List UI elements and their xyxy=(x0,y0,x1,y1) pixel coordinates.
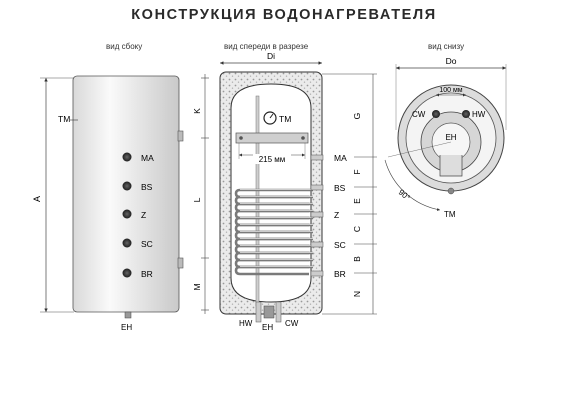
dim-do-label: Do xyxy=(446,56,457,66)
front-eh-label: EH xyxy=(262,323,273,332)
side-label-ma: MA xyxy=(141,153,154,163)
front-pipes xyxy=(310,154,324,277)
bottom-hw-label: HW xyxy=(472,110,486,119)
dim-l-label: L xyxy=(192,197,202,202)
side-label-bs: BS xyxy=(141,182,153,192)
side-view: A TM MA BS Z SC BR EH xyxy=(32,75,184,332)
dim-e-label: E xyxy=(352,198,362,204)
dim-di-label: Di xyxy=(267,51,275,61)
side-port-sc xyxy=(122,238,132,248)
front-view-caption: вид спереди в разрезе xyxy=(224,42,309,51)
bottom-tm-label: TM xyxy=(444,210,456,219)
side-label-z: Z xyxy=(141,210,146,220)
side-port-bs xyxy=(122,181,132,191)
front-label-bs: BS xyxy=(334,183,346,193)
page-title: КОНСТРУКЦИЯ ВОДОНАГРЕВАТЕЛЯ xyxy=(131,7,437,23)
hw-pipe xyxy=(255,301,262,323)
dim-a-label: A xyxy=(32,196,42,202)
bottom-tm-port xyxy=(447,187,455,195)
side-bracket-top xyxy=(177,130,184,142)
front-label-br: BR xyxy=(334,269,346,279)
front-label-sc: SC xyxy=(334,240,346,250)
front-view: Di TM 215 мм xyxy=(192,51,377,332)
mounting-bracket xyxy=(235,132,309,144)
side-view-caption: вид сбоку xyxy=(106,42,143,51)
angle-arc xyxy=(384,159,441,211)
dim-m-label: M xyxy=(192,283,202,290)
side-label-sc: SC xyxy=(141,239,153,249)
dim-g-label: G xyxy=(352,113,362,120)
side-label-br: BR xyxy=(141,269,153,279)
dim-b-label: B xyxy=(352,256,362,262)
eh-flange xyxy=(263,305,275,319)
front-label-ma: MA xyxy=(334,153,347,163)
side-eh-label: EH xyxy=(121,323,132,332)
front-cw-label: CW xyxy=(285,319,299,328)
front-label-z: Z xyxy=(334,210,339,220)
side-port-ma xyxy=(122,152,132,162)
side-tm-label: TM xyxy=(58,114,70,124)
dim-100-label: 100 мм xyxy=(439,87,462,94)
coil-loop xyxy=(234,265,313,276)
side-port-br xyxy=(122,268,132,278)
bottom-cw-port xyxy=(432,110,440,118)
bottom-view: Do 100 мм CW HW EH 90° TM xyxy=(384,56,507,219)
side-eh-port xyxy=(124,311,132,319)
side-ports: MA BS Z SC BR xyxy=(122,152,154,279)
front-tm-label: TM xyxy=(279,114,291,124)
bottom-foot xyxy=(439,155,463,177)
dim-215-label: 215 мм xyxy=(259,155,286,164)
dim-n-label: N xyxy=(352,291,362,297)
dim-c-label: C xyxy=(352,226,362,232)
dim-f-label: F xyxy=(352,169,362,174)
heating-coil xyxy=(234,188,313,276)
side-bracket-bottom xyxy=(177,257,184,269)
bottom-hw-port xyxy=(462,110,470,118)
dim-k-label: K xyxy=(192,108,202,114)
cw-pipe xyxy=(275,301,282,323)
bottom-cw-label: CW xyxy=(412,110,426,119)
front-hw-label: HW xyxy=(239,319,253,328)
angle-label: 90° xyxy=(397,188,412,203)
side-port-z xyxy=(122,209,132,219)
bottom-view-caption: вид снизу xyxy=(428,42,465,51)
bottom-eh-label: EH xyxy=(445,133,456,142)
front-port-labels: MA BS Z SC BR xyxy=(334,153,347,279)
